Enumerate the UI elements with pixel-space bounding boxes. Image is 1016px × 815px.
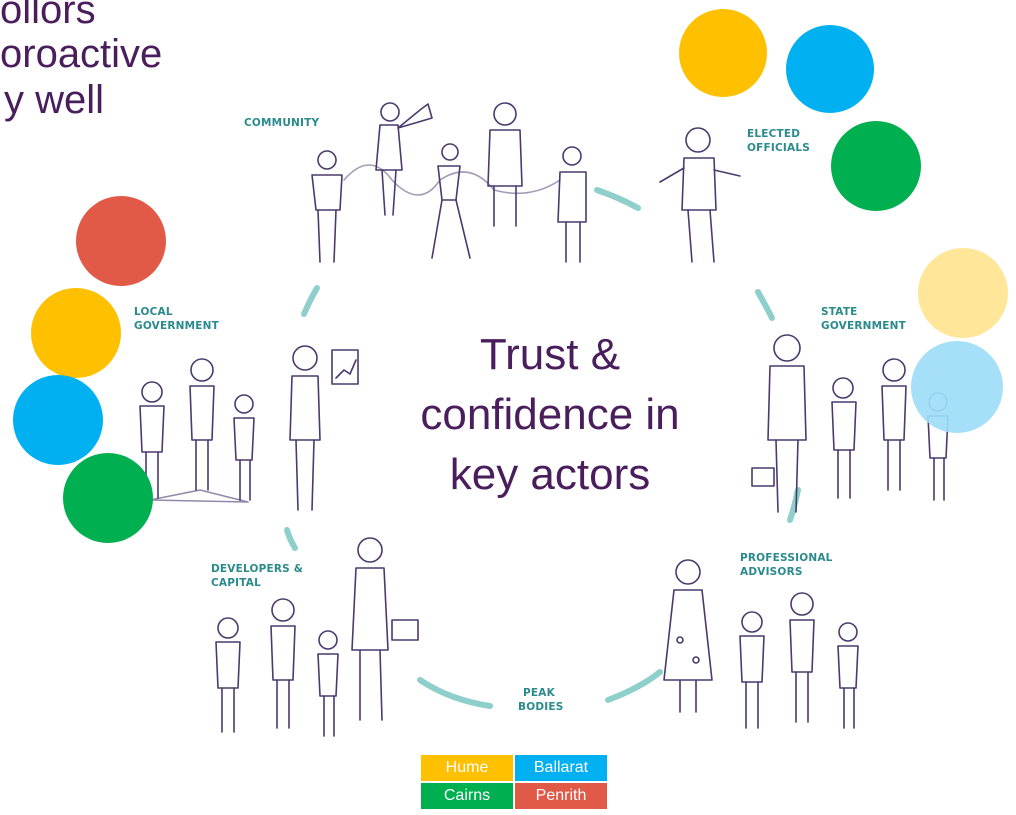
heading-line-1: ollors (0, 0, 96, 32)
center-title-line-1: Trust & (479, 330, 621, 379)
label-developers-line-1: DEVELOPERS & (211, 563, 304, 575)
label-peak-line-1: PEAK (523, 687, 555, 699)
label-state-line-2: GOVERNMENT (821, 320, 907, 332)
label-state-line-1: STATE (821, 306, 858, 318)
label-local-line-2: GOVERNMENT (134, 320, 220, 332)
elected-official-figure (659, 127, 741, 263)
dot-hume-top (679, 9, 767, 97)
label-elected-line-2: OFFICIALS (747, 142, 810, 154)
heading-line-2: oroactive (0, 32, 163, 76)
heading-line-3: y well (4, 78, 105, 122)
connector-arcs (284, 187, 801, 709)
presenter-figure (289, 345, 359, 511)
label-professional-line-2: ADVISORS (740, 566, 803, 578)
dot-ballarat-top (786, 25, 874, 113)
label-peak-line-2: BODIES (518, 701, 564, 713)
label-professional-line-1: PROFESSIONAL (740, 552, 833, 564)
dot-ballarat-left (13, 375, 103, 465)
dot-ballarat-light-right (911, 341, 1003, 433)
label-elected-line-1: ELECTED (747, 128, 801, 140)
legend-penrith: Penrith (515, 783, 607, 809)
legend-hume: Hume (421, 755, 513, 781)
legend-ballarat: Ballarat (515, 755, 607, 781)
legend-cairns: Cairns (421, 783, 513, 809)
dot-hume-light-right (918, 248, 1008, 338)
label-local-line-1: LOCAL (134, 306, 173, 318)
center-title-line-2: confidence in (420, 390, 680, 439)
professional-advisors-figures (663, 559, 859, 729)
dot-hume-left (31, 288, 121, 378)
state-government-figures (751, 334, 949, 513)
center-title-line-3: key actors (449, 450, 651, 499)
dot-cairns-top (831, 121, 921, 211)
center-title: Trust & confidence in key actors (360, 325, 740, 505)
dot-penrith-left (76, 196, 166, 286)
dot-cairns-left (63, 453, 153, 543)
local-government-figures (139, 358, 255, 503)
community-figures (311, 102, 587, 263)
developers-capital-figures (215, 537, 419, 737)
label-developers-line-2: CAPITAL (211, 577, 261, 589)
label-community: COMMUNITY (244, 117, 320, 129)
